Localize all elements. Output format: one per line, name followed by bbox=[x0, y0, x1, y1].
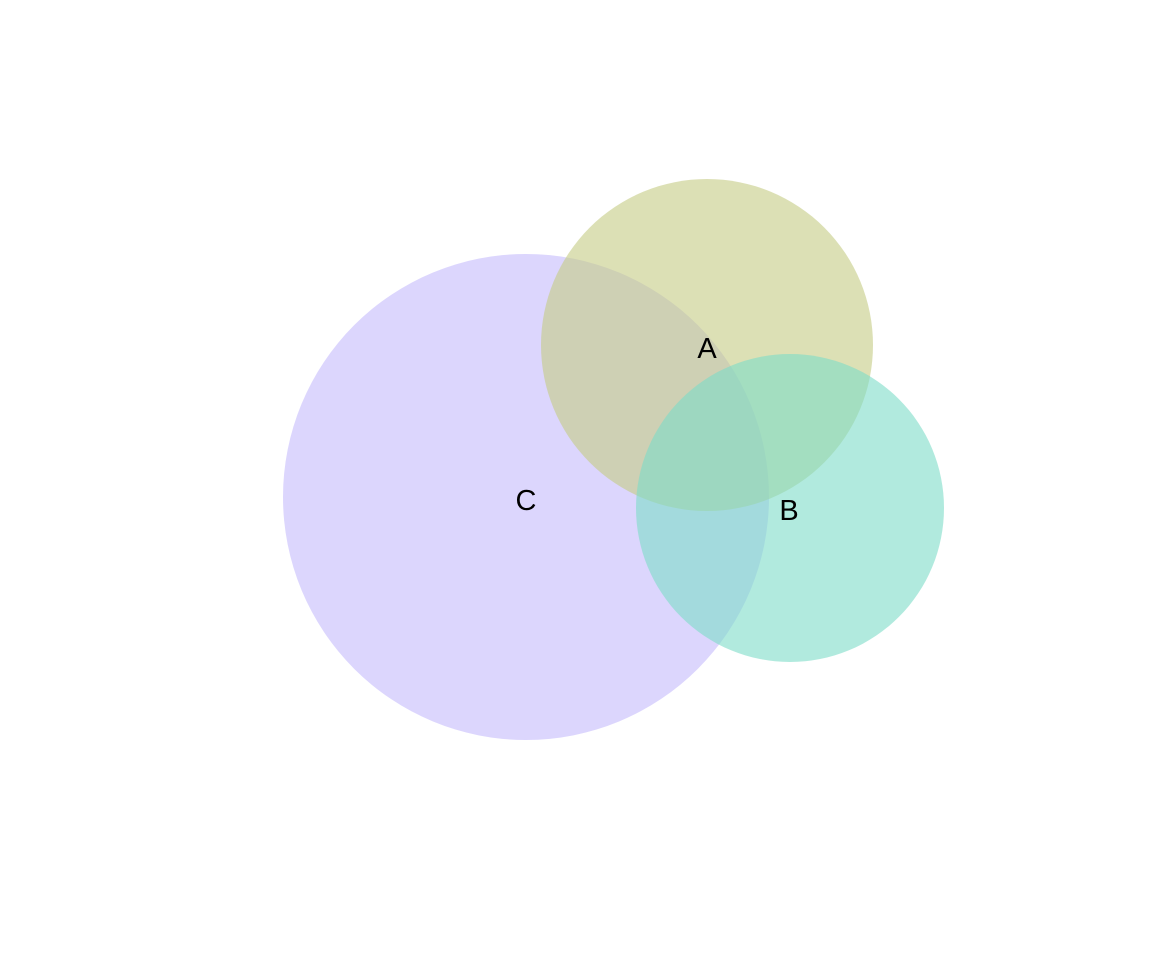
set-label-b: B bbox=[779, 495, 798, 527]
set-label-a: A bbox=[697, 333, 717, 365]
set-label-c: C bbox=[516, 485, 537, 517]
set-circle-b bbox=[636, 354, 944, 662]
